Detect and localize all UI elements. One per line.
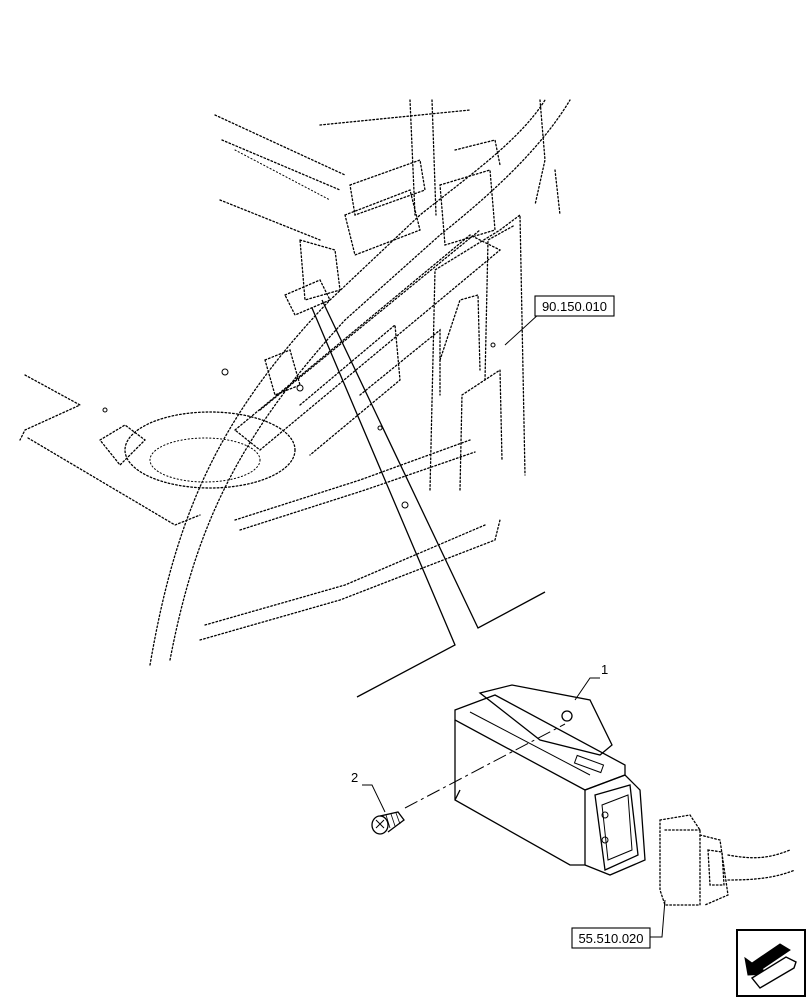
harness-connector — [659, 814, 796, 906]
assembly-axis-line — [404, 723, 566, 809]
locator-lines — [311, 299, 546, 698]
callout-1: 1 — [574, 662, 608, 701]
reference-label-harness[interactable]: 55.510.020 — [571, 899, 666, 949]
reference-frame-text: 90.150.010 — [542, 299, 607, 314]
callout-1-text: 1 — [601, 662, 608, 677]
orientation-arrow-icon — [736, 929, 806, 997]
callout-2: 2 — [351, 770, 386, 813]
machine-frame-outline — [19, 99, 571, 666]
reference-harness-text: 55.510.020 — [578, 931, 643, 946]
mounting-screw[interactable] — [371, 811, 405, 835]
controller-module[interactable] — [454, 684, 646, 876]
reference-label-frame[interactable]: 90.150.010 — [504, 295, 615, 346]
callout-2-text: 2 — [351, 770, 358, 785]
